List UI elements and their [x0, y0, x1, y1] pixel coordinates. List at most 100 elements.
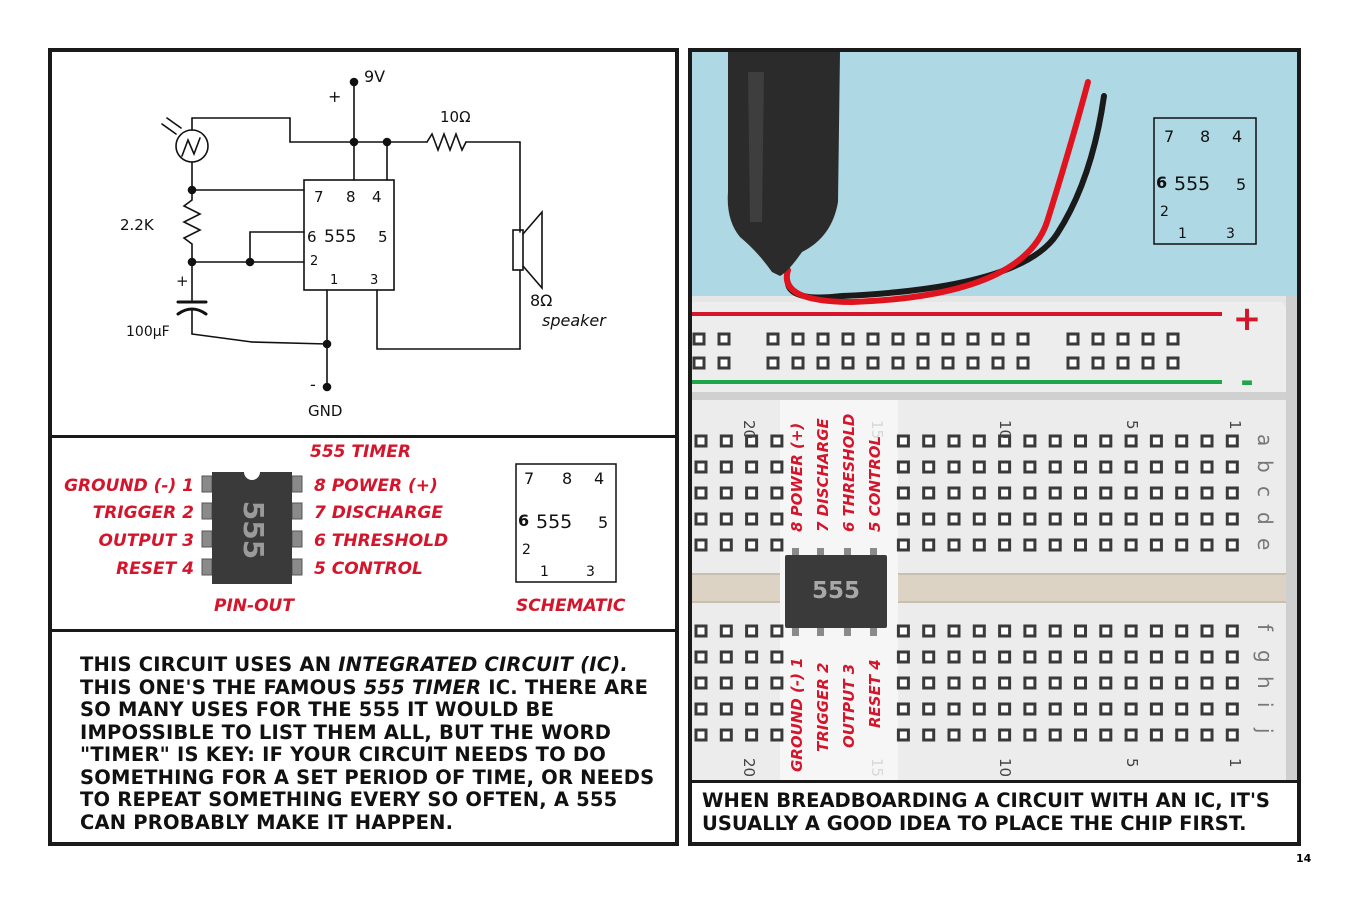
rail-hole[interactable] — [1091, 356, 1105, 370]
terminal-hole[interactable] — [1074, 486, 1087, 500]
terminal-hole[interactable] — [770, 650, 784, 664]
terminal-hole[interactable] — [1200, 486, 1214, 500]
terminal-hole[interactable] — [1074, 460, 1087, 474]
rail-hole[interactable] — [941, 332, 955, 346]
terminal-hole[interactable] — [998, 486, 1012, 500]
terminal-hole[interactable] — [972, 460, 986, 474]
rail-hole[interactable] — [841, 356, 855, 370]
terminal-hole[interactable] — [694, 460, 708, 474]
terminal-hole[interactable] — [770, 434, 784, 448]
terminal-hole[interactable] — [1099, 486, 1113, 500]
rail-hole[interactable] — [916, 356, 930, 370]
rail-hole[interactable] — [1166, 332, 1180, 346]
terminal-hole[interactable] — [1023, 676, 1037, 690]
terminal-hole[interactable] — [947, 460, 961, 474]
terminal-hole[interactable] — [922, 434, 936, 448]
terminal-hole[interactable] — [1200, 512, 1214, 526]
terminal-hole[interactable] — [745, 650, 759, 664]
terminal-hole[interactable] — [694, 624, 708, 638]
terminal-hole[interactable] — [896, 538, 910, 552]
terminal-hole[interactable] — [972, 702, 986, 716]
terminal-hole[interactable] — [922, 512, 936, 526]
rail-hole[interactable] — [841, 332, 855, 346]
terminal-hole[interactable] — [1225, 486, 1239, 500]
terminal-hole[interactable] — [896, 512, 910, 526]
terminal-hole[interactable] — [1074, 728, 1087, 742]
terminal-hole[interactable] — [770, 538, 784, 552]
terminal-hole[interactable] — [998, 434, 1012, 448]
terminal-hole[interactable] — [972, 434, 986, 448]
rail-hole[interactable] — [1141, 332, 1155, 346]
terminal-hole[interactable] — [922, 702, 936, 716]
terminal-hole[interactable] — [1200, 434, 1214, 448]
terminal-hole[interactable] — [1074, 538, 1087, 552]
terminal-hole[interactable] — [998, 676, 1012, 690]
terminal-hole[interactable] — [1124, 434, 1138, 448]
terminal-hole[interactable] — [694, 512, 708, 526]
terminal-hole[interactable] — [1124, 486, 1138, 500]
terminal-hole[interactable] — [770, 460, 784, 474]
terminal-hole[interactable] — [1074, 676, 1087, 690]
terminal-hole[interactable] — [694, 650, 708, 664]
terminal-hole[interactable] — [719, 460, 733, 474]
terminal-hole[interactable] — [1074, 650, 1087, 664]
rail-hole[interactable] — [766, 332, 780, 346]
terminal-hole[interactable] — [1149, 486, 1163, 500]
rail-hole[interactable] — [766, 356, 780, 370]
terminal-hole[interactable] — [719, 702, 733, 716]
terminal-hole[interactable] — [694, 434, 708, 448]
terminal-hole[interactable] — [719, 624, 733, 638]
terminal-hole[interactable] — [719, 728, 733, 742]
terminal-hole[interactable] — [947, 624, 961, 638]
terminal-hole[interactable] — [1225, 728, 1239, 742]
terminal-hole[interactable] — [922, 676, 936, 690]
terminal-hole[interactable] — [1124, 676, 1138, 690]
rail-hole[interactable] — [891, 332, 905, 346]
terminal-hole[interactable] — [1124, 512, 1138, 526]
rail-hole[interactable] — [791, 356, 805, 370]
terminal-hole[interactable] — [1175, 728, 1189, 742]
terminal-hole[interactable] — [972, 650, 986, 664]
terminal-hole[interactable] — [1023, 512, 1037, 526]
terminal-hole[interactable] — [972, 624, 986, 638]
terminal-hole[interactable] — [1149, 650, 1163, 664]
terminal-hole[interactable] — [1175, 538, 1189, 552]
terminal-hole[interactable] — [922, 460, 936, 474]
terminal-hole[interactable] — [998, 702, 1012, 716]
terminal-hole[interactable] — [1175, 650, 1189, 664]
terminal-hole[interactable] — [694, 486, 708, 500]
rail-hole[interactable] — [1066, 356, 1080, 370]
terminal-hole[interactable] — [922, 486, 936, 500]
terminal-hole[interactable] — [1175, 702, 1189, 716]
terminal-hole[interactable] — [947, 702, 961, 716]
terminal-hole[interactable] — [1048, 486, 1062, 500]
rail-hole[interactable] — [1166, 356, 1180, 370]
terminal-hole[interactable] — [1023, 702, 1037, 716]
terminal-hole[interactable] — [947, 434, 961, 448]
terminal-hole[interactable] — [745, 486, 759, 500]
terminal-hole[interactable] — [1023, 728, 1037, 742]
terminal-hole[interactable] — [947, 728, 961, 742]
terminal-hole[interactable] — [1175, 512, 1189, 526]
terminal-hole[interactable] — [1099, 728, 1113, 742]
terminal-hole[interactable] — [1149, 460, 1163, 474]
terminal-hole[interactable] — [1099, 434, 1113, 448]
terminal-hole[interactable] — [972, 512, 986, 526]
terminal-hole[interactable] — [922, 728, 936, 742]
board-chip[interactable]: 555 — [785, 548, 887, 636]
terminal-hole[interactable] — [896, 624, 910, 638]
terminal-hole[interactable] — [770, 512, 784, 526]
terminal-hole[interactable] — [770, 702, 784, 716]
terminal-hole[interactable] — [896, 650, 910, 664]
rail-hole[interactable] — [866, 356, 880, 370]
terminal-hole[interactable] — [1149, 512, 1163, 526]
terminal-hole[interactable] — [1099, 702, 1113, 716]
terminal-hole[interactable] — [745, 702, 759, 716]
terminal-hole[interactable] — [1124, 538, 1138, 552]
terminal-hole[interactable] — [1200, 676, 1214, 690]
terminal-hole[interactable] — [972, 728, 986, 742]
terminal-hole[interactable] — [1124, 650, 1138, 664]
terminal-hole[interactable] — [1023, 624, 1037, 638]
terminal-hole[interactable] — [1225, 624, 1239, 638]
rail-hole[interactable] — [1141, 356, 1155, 370]
